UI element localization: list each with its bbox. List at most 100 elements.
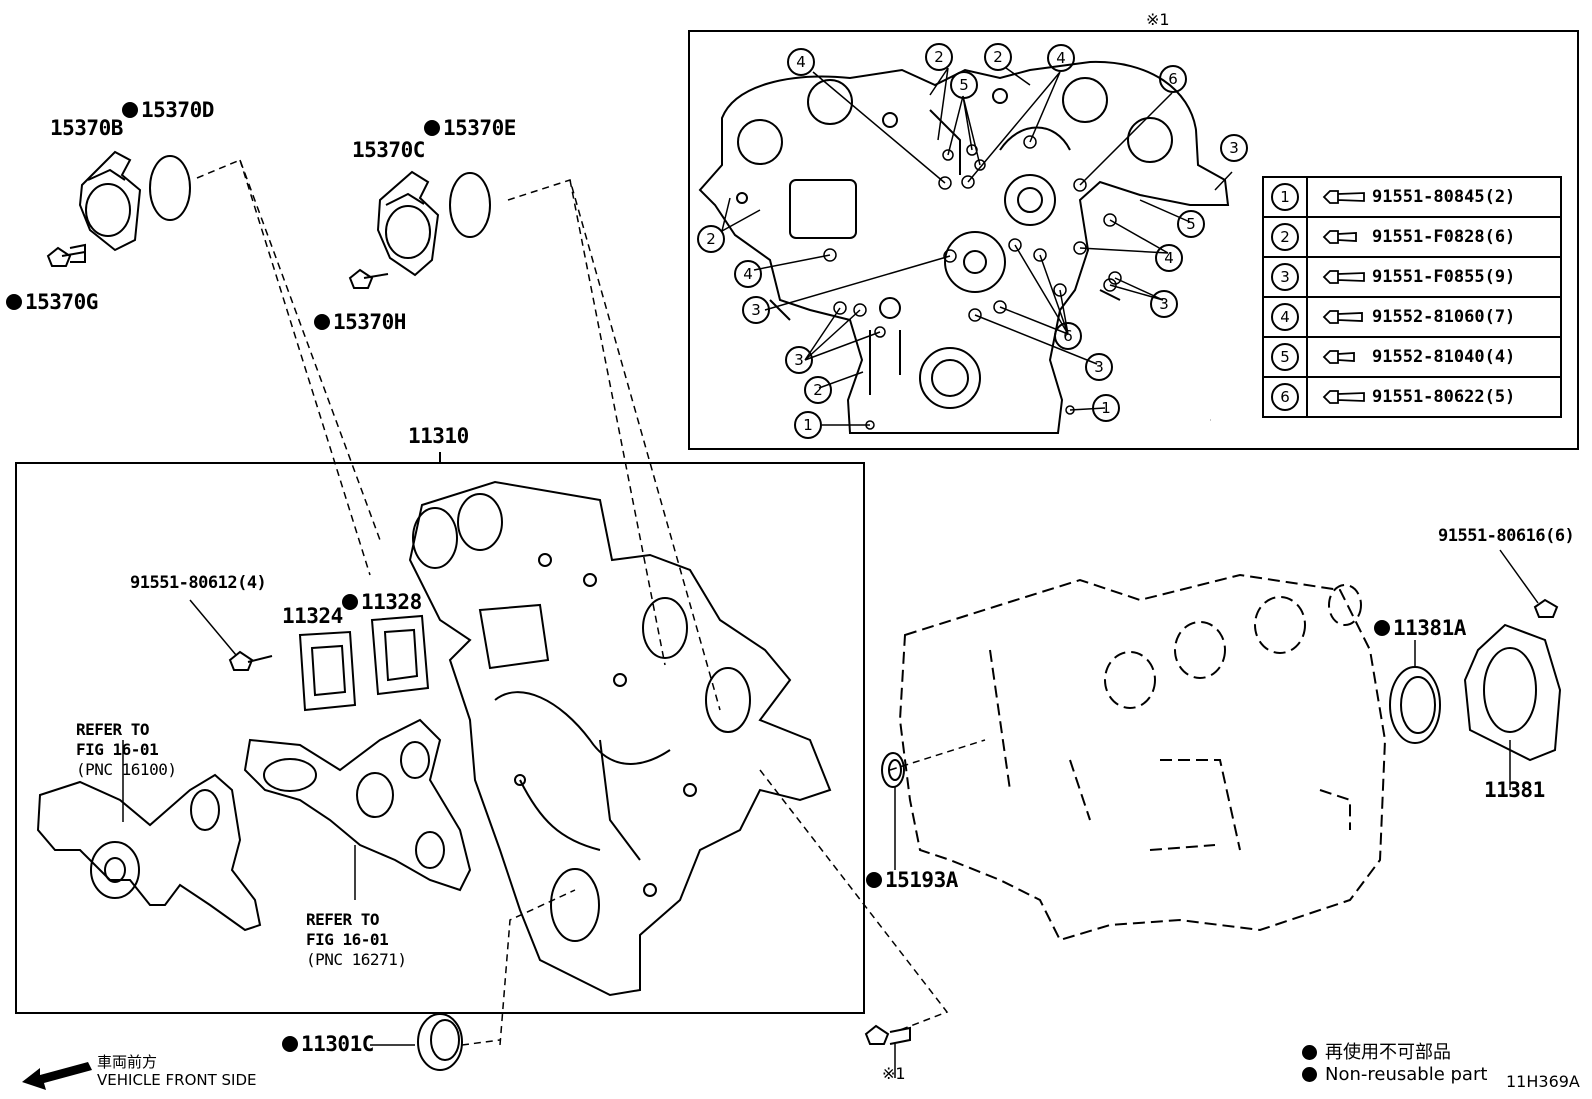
label-91551-80616[interactable]: 91551-80616(6) <box>1438 526 1575 546</box>
bolt-row: 2 91551-F0828(6) <box>1262 216 1562 258</box>
inset-callout: 4 <box>787 48 815 76</box>
label-11310[interactable]: 11310 <box>408 424 469 448</box>
inset-callout: 2 <box>925 43 953 71</box>
label-91551-80612[interactable]: 91551-80612(4) <box>130 573 267 593</box>
label-11324[interactable]: 11324 <box>282 604 343 628</box>
water-pump-drawing <box>36 740 262 932</box>
pump-gasket-drawing <box>243 718 472 900</box>
label-11381[interactable]: 11381 <box>1484 778 1545 802</box>
legend-en-text: Non-reusable part <box>1325 1064 1488 1085</box>
bolt-part-number: 91551-80845(2) <box>1372 187 1516 207</box>
part-11381-drawing <box>1463 623 1562 790</box>
label-15370C[interactable]: 15370C <box>352 138 425 162</box>
inset-callout: 3 <box>1150 290 1178 318</box>
non-reusable-dot <box>1302 1045 1317 1060</box>
label-11301C[interactable]: 11301C <box>282 1034 374 1055</box>
label-15193A-text: 15193A <box>885 868 958 892</box>
label-11381A[interactable]: 11381A <box>1374 618 1466 639</box>
refer-line: FIG 16-01 <box>76 740 159 759</box>
label-15193A[interactable]: 15193A <box>866 870 958 891</box>
inset-callout: 1 <box>1092 394 1120 422</box>
refer-line: FIG 16-01 <box>306 930 389 949</box>
legend-jp: 再使用不可部品 <box>1302 1038 1451 1064</box>
label-15370D[interactable]: 15370D <box>122 100 214 121</box>
refer-line: (PNC 16271) <box>306 950 407 969</box>
inset-callout: 3 <box>742 296 770 324</box>
inset-callout: 2 <box>804 376 832 404</box>
label-15370G-text: 15370G <box>25 290 98 314</box>
legend-en: Non-reusable part <box>1302 1064 1487 1085</box>
part-15370G-drawing <box>46 243 86 267</box>
inset-callout: 5 <box>1177 210 1205 238</box>
bolt-part-number: 91552-81060(7) <box>1372 307 1516 327</box>
non-reusable-dot <box>282 1036 298 1052</box>
bolt-row: 1 91551-80845(2) <box>1262 176 1562 218</box>
inset-frame <box>688 30 1579 450</box>
inset-callout: 2 <box>984 43 1012 71</box>
label-11301C-text: 11301C <box>301 1032 374 1056</box>
vehicle-front-en: VEHICLE FRONT SIDE <box>97 1071 257 1089</box>
inset-leaders <box>721 67 1233 426</box>
label-15370E[interactable]: 15370E <box>424 118 516 139</box>
vehicle-front-jp: 車両前方 <box>97 1053 158 1071</box>
label-15370G[interactable]: 15370G <box>6 292 98 313</box>
inset-callout: 2 <box>697 225 725 253</box>
bolt-part-number: 91551-F0828(6) <box>1372 227 1516 247</box>
bolt-icon <box>1322 190 1365 204</box>
bolt-icon <box>1322 350 1355 364</box>
inset-callout: 3 <box>1085 353 1113 381</box>
bolt-part-number: 91552-81040(4) <box>1372 347 1516 367</box>
bolt-row-number: 4 <box>1271 303 1299 331</box>
refer-note-pump[interactable]: REFER TO FIG 16-01 (PNC 16100) <box>76 720 177 780</box>
bolt-row-number: 2 <box>1271 223 1299 251</box>
non-reusable-dot <box>1374 620 1390 636</box>
inset-callout: 3 <box>1220 134 1248 162</box>
non-reusable-dot <box>866 872 882 888</box>
part-15370C-drawing <box>376 170 440 277</box>
inset-callout: 6 <box>1159 65 1187 93</box>
label-15370B[interactable]: 15370B <box>50 116 123 140</box>
bolt-icon <box>1322 390 1365 404</box>
bolt-row-number: 3 <box>1271 263 1299 291</box>
label-bolt-mark: ※1 <box>882 1064 906 1083</box>
non-reusable-dot <box>342 594 358 610</box>
label-11328-text: 11328 <box>361 590 422 614</box>
non-reusable-dot <box>6 294 22 310</box>
refer-line: REFER TO <box>76 720 150 739</box>
inset-cover-outline <box>698 60 1230 434</box>
refer-note-gasket[interactable]: REFER TO FIG 16-01 (PNC 16271) <box>306 910 407 970</box>
inset-bolt-holes <box>823 135 1122 430</box>
bolt-row: 6 91551-80622(5) <box>1262 376 1562 418</box>
part-11301C-drawing <box>370 1013 501 1071</box>
inset-callout: 4 <box>1155 244 1183 272</box>
bolt-icon <box>1322 310 1363 324</box>
inset-callout: 5 <box>950 71 978 99</box>
non-reusable-dot <box>1302 1067 1317 1082</box>
legend-jp-text: 再使用不可部品 <box>1325 1042 1451 1063</box>
bolt-row-number: 1 <box>1271 183 1299 211</box>
part-15370H-drawing <box>348 268 389 289</box>
inset-callout: 1 <box>794 411 822 439</box>
label-15370H-text: 15370H <box>333 310 406 334</box>
part-15370D-drawing <box>149 155 191 221</box>
label-11328[interactable]: 11328 <box>342 592 422 613</box>
bolt-part-number: 91551-80622(5) <box>1372 387 1516 407</box>
label-15370E-text: 15370E <box>443 116 516 140</box>
bolt-row-number: 6 <box>1271 383 1299 411</box>
non-reusable-dot <box>424 120 440 136</box>
non-reusable-dot <box>122 102 138 118</box>
bolt-table: 1 91551-80845(2) 2 91551-F0828(6) 3 9155… <box>1262 176 1562 418</box>
bolt-icon <box>1322 270 1365 284</box>
part-11324-drawing <box>298 630 357 712</box>
front-arrow-icon <box>22 1062 92 1090</box>
bolt-row: 3 91551-F0855(9) <box>1262 256 1562 298</box>
inset-callout: 3 <box>785 346 813 374</box>
bolt-row-number: 5 <box>1271 343 1299 371</box>
bolt-icon <box>1322 230 1357 244</box>
label-15370H[interactable]: 15370H <box>314 312 406 333</box>
label-15370D-text: 15370D <box>141 98 214 122</box>
inset-mark: ※1 <box>1146 10 1170 29</box>
label-11381A-text: 11381A <box>1393 616 1466 640</box>
part-11328-drawing <box>370 614 430 696</box>
